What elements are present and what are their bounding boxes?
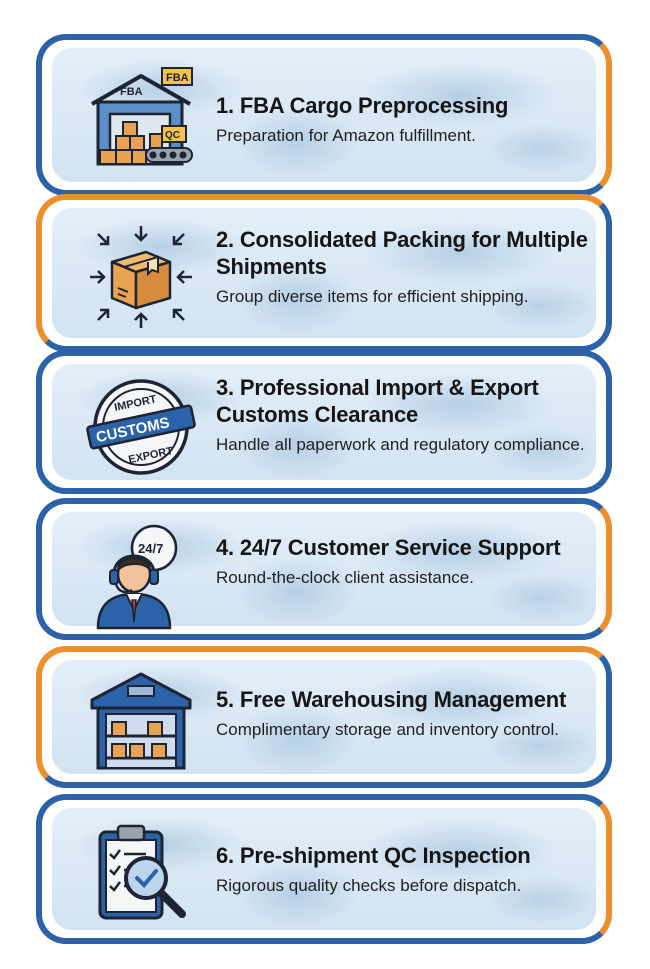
svg-text:FBA: FBA — [120, 86, 143, 98]
service-text: 2. Consolidated Packing for Multiple Shi… — [216, 226, 592, 308]
package-box-icon — [86, 222, 196, 332]
service-card-fba: FBA FBA QC 1. FBA Cargo Preprocessi — [36, 34, 612, 196]
service-description: Complimentary storage and inventory cont… — [216, 720, 559, 739]
service-description: Rigorous quality checks before dispatch. — [216, 876, 522, 895]
clipboard-inspection-icon — [86, 818, 196, 928]
customs-stamp-icon: IMPORT EXPORT CUSTOMS — [86, 372, 196, 482]
service-title: 2. Consolidated Packing for Multiple Shi… — [216, 227, 588, 279]
service-title: 5. Free Warehousing Management — [216, 687, 567, 712]
service-description: Preparation for Amazon fulfillment. — [216, 126, 476, 145]
service-title: 3. Professional Import & Export Customs … — [216, 375, 539, 427]
service-text: 5. Free Warehousing Management Complimen… — [216, 686, 592, 741]
service-title: 6. Pre-shipment QC Inspection — [216, 843, 531, 868]
service-card-consolidated-packing: 2. Consolidated Packing for Multiple Shi… — [36, 194, 612, 352]
service-card-qc-inspection: 6. Pre-shipment QC Inspection Rigorous q… — [36, 794, 612, 944]
service-card-warehousing: 5. Free Warehousing Management Complimen… — [36, 646, 612, 788]
svg-text:QC: QC — [165, 130, 180, 141]
service-description: Group diverse items for efficient shippi… — [216, 287, 529, 306]
service-text: 6. Pre-shipment QC Inspection Rigorous q… — [216, 842, 592, 897]
customer-support-agent-icon: 24/7 — [86, 520, 196, 630]
svg-text:24/7: 24/7 — [138, 541, 163, 556]
service-card-customer-service: 24/7 4. 24/7 Customer Service Support Ro… — [36, 498, 612, 640]
service-text: 4. 24/7 Customer Service Support Round-t… — [216, 534, 592, 589]
service-card-customs-clearance: IMPORT EXPORT CUSTOMS 3. Professional Im… — [36, 350, 612, 494]
service-text: 1. FBA Cargo Preprocessing Preparation f… — [216, 92, 592, 147]
service-title: 4. 24/7 Customer Service Support — [216, 535, 561, 560]
warehouse-shelves-icon — [86, 664, 196, 774]
svg-text:FBA: FBA — [166, 72, 189, 84]
service-description: Handle all paperwork and regulatory comp… — [216, 435, 585, 454]
fba-warehouse-icon: FBA FBA QC — [86, 62, 196, 172]
service-description: Round-the-clock client assistance. — [216, 568, 474, 587]
service-text: 3. Professional Import & Export Customs … — [216, 374, 592, 456]
service-title: 1. FBA Cargo Preprocessing — [216, 93, 509, 118]
